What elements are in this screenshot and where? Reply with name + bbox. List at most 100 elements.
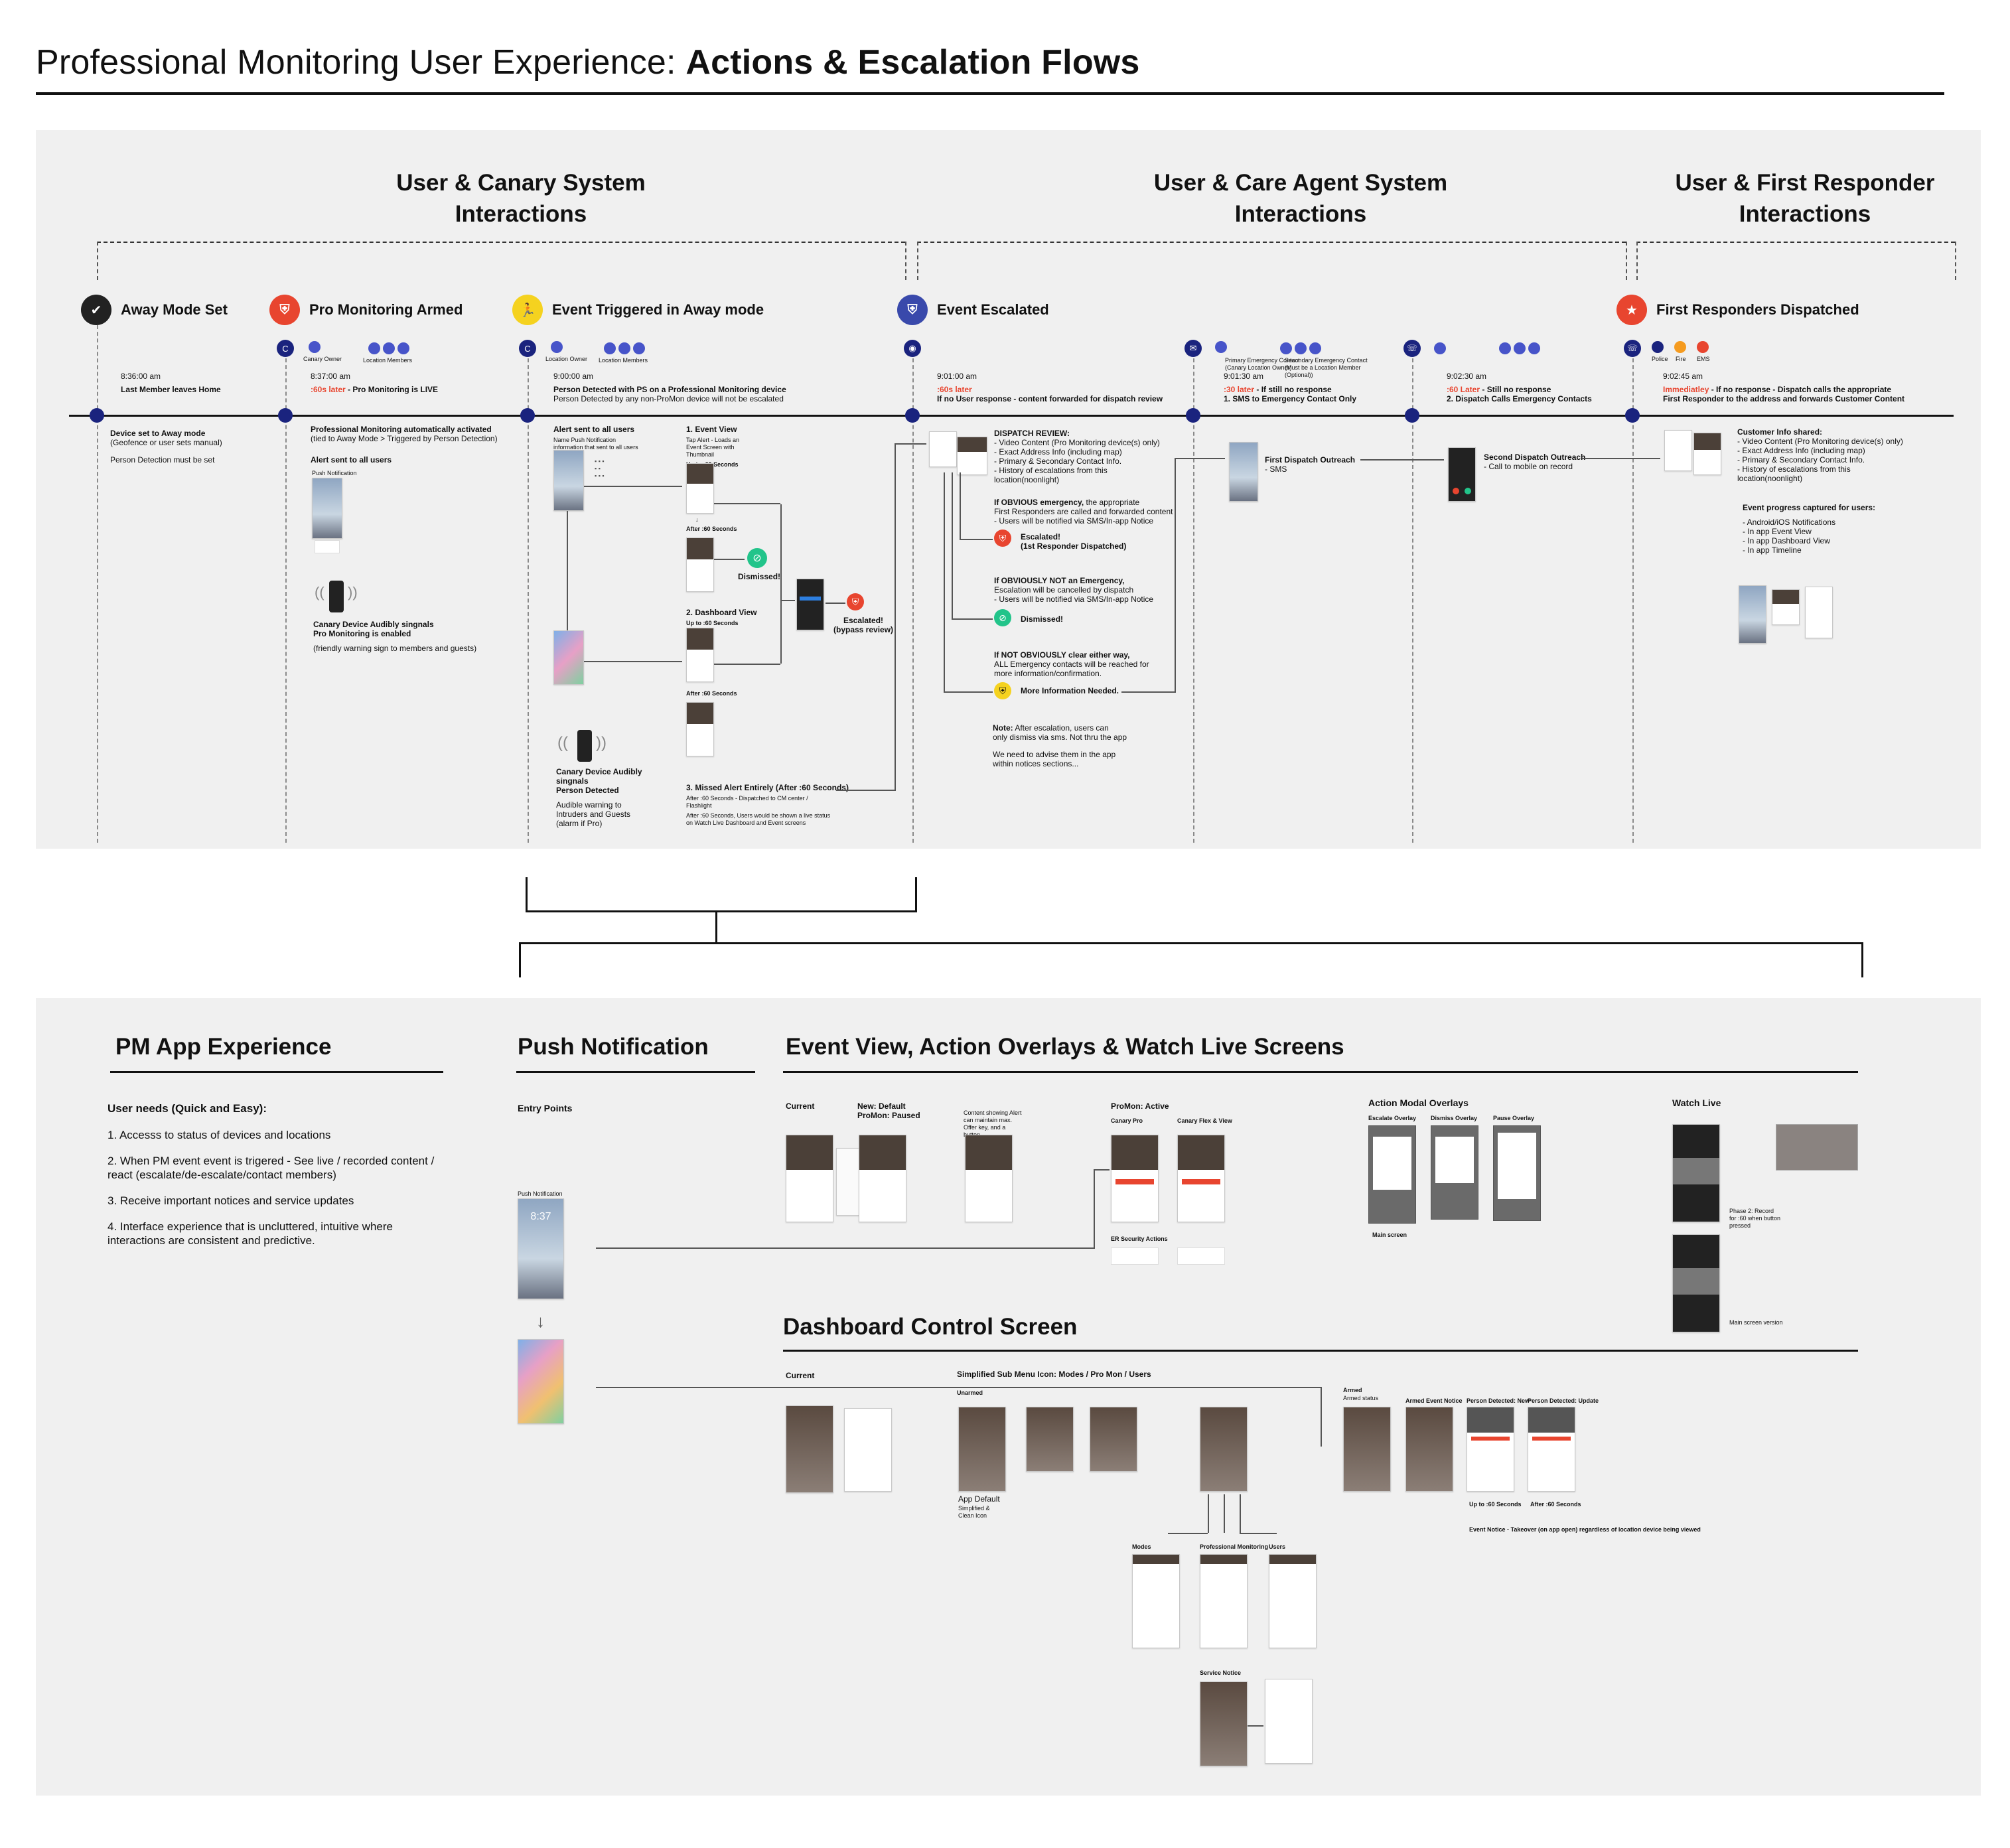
channel-row-3: C Location Owner Location Members: [519, 340, 648, 364]
dashboard-current-label: Current: [786, 1371, 815, 1380]
customer-info: Customer Info shared: - Video Content (P…: [1737, 427, 1903, 483]
event-view-rule: [783, 1071, 1858, 1073]
channel-row-5: ✉: [1184, 340, 1321, 357]
person-update-label: Person Detected: Update: [1528, 1397, 1599, 1404]
timeline-node: [1625, 408, 1640, 423]
lock-time: 8:37: [530, 1211, 551, 1222]
bracket-canary: [97, 242, 905, 243]
pause-overlay: [1493, 1125, 1541, 1221]
user-icon: [309, 340, 321, 353]
guide-line: [1193, 345, 1194, 843]
dashboard-screen: [686, 702, 714, 756]
col2-notes: Professional Monitoring automatically ac…: [311, 425, 498, 464]
event-new-screen: [859, 1135, 906, 1222]
simplified-label: Simplified Sub Menu Icon: Modes / Pro Mo…: [957, 1370, 1151, 1379]
armed-status-label: Armed status: [1343, 1395, 1379, 1401]
user-icon: [618, 342, 630, 354]
user-label: Location Members: [599, 357, 648, 364]
up-to-label: Up to :60 Seconds: [1469, 1501, 1522, 1508]
flow-arrow: [584, 486, 682, 487]
main-screen-version-label: Main screen version: [1729, 1319, 1783, 1326]
flow-arrow: [780, 504, 782, 664]
shield-icon: ⛨: [269, 295, 300, 325]
flow-arrow: [826, 603, 845, 604]
user-icon: [551, 340, 563, 353]
dismiss-icon: ⊘: [747, 548, 767, 568]
pro-monitoring-screen: [1200, 1554, 1248, 1648]
milestone-event-escalated: ⛨ Event Escalated: [897, 295, 1049, 325]
call-screen: [1448, 447, 1476, 502]
up-to-label: Up to :60 Seconds: [686, 620, 739, 626]
canary-device-icon: [329, 581, 344, 612]
flow-arrow: [960, 539, 993, 540]
flow-arrow: [1224, 1494, 1225, 1533]
flow-arrow: [584, 661, 682, 662]
armed-notice-label: Armed Event Notice: [1405, 1397, 1463, 1404]
phase2-note: Phase 2: Record for :60 when button pres…: [1729, 1208, 1781, 1229]
sound-waves-icon: )): [596, 734, 607, 752]
escalate-overlay: [1368, 1125, 1416, 1224]
title-rule: [36, 92, 1944, 95]
flow-arrow: [1168, 1533, 1208, 1534]
badge-icon: ★: [1616, 295, 1647, 325]
connector-bracket-bottom: [519, 942, 1863, 977]
shield-check-icon: ✔: [81, 295, 111, 325]
escalate-overlay-label: Escalate Overlay: [1368, 1115, 1417, 1121]
flow-arrow: [596, 1247, 1094, 1249]
user-label: Police: [1652, 355, 1668, 362]
obvious-emergency: If OBVIOUS emergency, the appropriate Fi…: [994, 498, 1173, 526]
review-screen: [1693, 433, 1721, 475]
unarmed-screen: [1200, 1407, 1248, 1492]
modes-screen: [1132, 1554, 1180, 1648]
sound-waves-icon: ((: [557, 734, 568, 752]
phone-home-screen: [553, 630, 584, 685]
flow-panel: [36, 130, 1981, 849]
flow-arrow: [960, 472, 961, 539]
event-view-heading: Event View, Action Overlays & Watch Live…: [786, 1034, 1344, 1060]
user-icon: [1295, 342, 1307, 354]
modes-label: Modes: [1132, 1543, 1151, 1550]
app-default-label: App Default: [958, 1494, 1000, 1504]
user-icon: [383, 342, 395, 354]
guide-line: [912, 345, 914, 843]
user-needs-label: User needs (Quick and Easy):: [108, 1102, 267, 1115]
security-actions-label: ER Security Actions: [1111, 1236, 1168, 1242]
bracket-tick: [1626, 242, 1627, 280]
event-view-screen: [686, 463, 714, 514]
phone-lock-screen: [312, 478, 342, 539]
flow-arrow: [714, 559, 745, 560]
event-current-screen: [786, 1135, 833, 1222]
modal-overlays-label: Action Modal Overlays: [1368, 1098, 1469, 1108]
milestone-pro-armed: ⛨ Pro Monitoring Armed: [269, 295, 463, 325]
event-2: 8:37:00 am:60s later - Pro Monitoring is…: [311, 372, 439, 394]
service-notice-screen: [1200, 1681, 1248, 1766]
eye-icon: ◉: [904, 340, 921, 357]
flow-arrow: [714, 664, 780, 665]
guide-line: [1632, 345, 1634, 843]
action-bar: [1177, 1247, 1225, 1265]
col3-alert: Alert sent to all users Name Push Notifi…: [553, 425, 638, 451]
bracket-care: [917, 242, 1626, 243]
dismiss-overlay: [1431, 1125, 1478, 1220]
notification-screen: [1739, 585, 1766, 644]
bracket-tick: [905, 242, 906, 280]
dismissed-result: Dismissed!: [1021, 614, 1064, 624]
phone-lock-screen: [553, 450, 584, 511]
guide-line: [97, 319, 98, 843]
guide-line: [528, 345, 529, 843]
entry-points-label: Entry Points: [518, 1103, 573, 1113]
pause-overlay-label: Pause Overlay: [1493, 1115, 1535, 1121]
flow-arrow: [1582, 458, 1660, 459]
escalated-icon: ⛨: [847, 593, 864, 610]
escalated-result: Escalated!(1st Responder Dispatched): [1021, 532, 1127, 551]
user-icon: [397, 342, 409, 354]
user-icon: [1215, 340, 1227, 353]
unarmed-screen: [958, 1407, 1006, 1492]
review-screen: [929, 431, 957, 467]
app-default-note: Simplified & Clean Icon: [958, 1505, 990, 1519]
running-person-icon: 🏃: [512, 295, 543, 325]
first-outreach: First Dispatch Outreach- SMS: [1265, 455, 1356, 474]
dismiss-overlay-label: Dismiss Overlay: [1431, 1115, 1478, 1121]
pro-monitoring-label: Professional Monitoring: [1200, 1543, 1269, 1550]
